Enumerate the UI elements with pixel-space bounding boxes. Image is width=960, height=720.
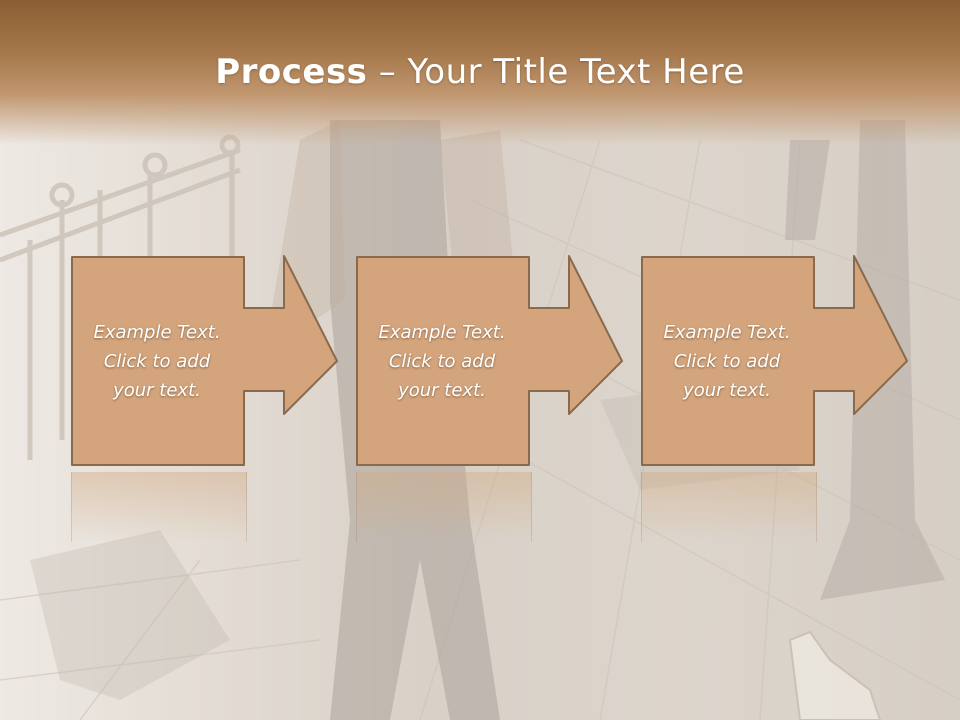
step-1-text[interactable]: Example Text. Click to add your text. bbox=[93, 321, 221, 401]
title-band bbox=[0, 0, 960, 145]
step-2-text[interactable]: Example Text. Click to add your text. bbox=[378, 321, 506, 401]
step-2-reflection bbox=[356, 472, 532, 542]
process-step-3[interactable]: Example Text. Click to add your text. bbox=[641, 255, 960, 470]
arrow-shape bbox=[71, 255, 338, 466]
title-bold: Process bbox=[215, 52, 368, 92]
arrow-shape bbox=[356, 255, 623, 466]
process-step-2[interactable]: Example Text. Click to add your text. bbox=[356, 255, 696, 470]
process-step-1[interactable]: Example Text. Click to add your text. bbox=[71, 255, 411, 470]
step-3-reflection bbox=[641, 472, 817, 542]
arrow-shape bbox=[641, 255, 908, 466]
step-3-text[interactable]: Example Text. Click to add your text. bbox=[663, 321, 791, 401]
step-1-reflection bbox=[71, 472, 247, 542]
title-rest: – Your Title Text Here bbox=[367, 52, 745, 92]
slide-title[interactable]: Process – Your Title Text Here bbox=[0, 52, 960, 92]
